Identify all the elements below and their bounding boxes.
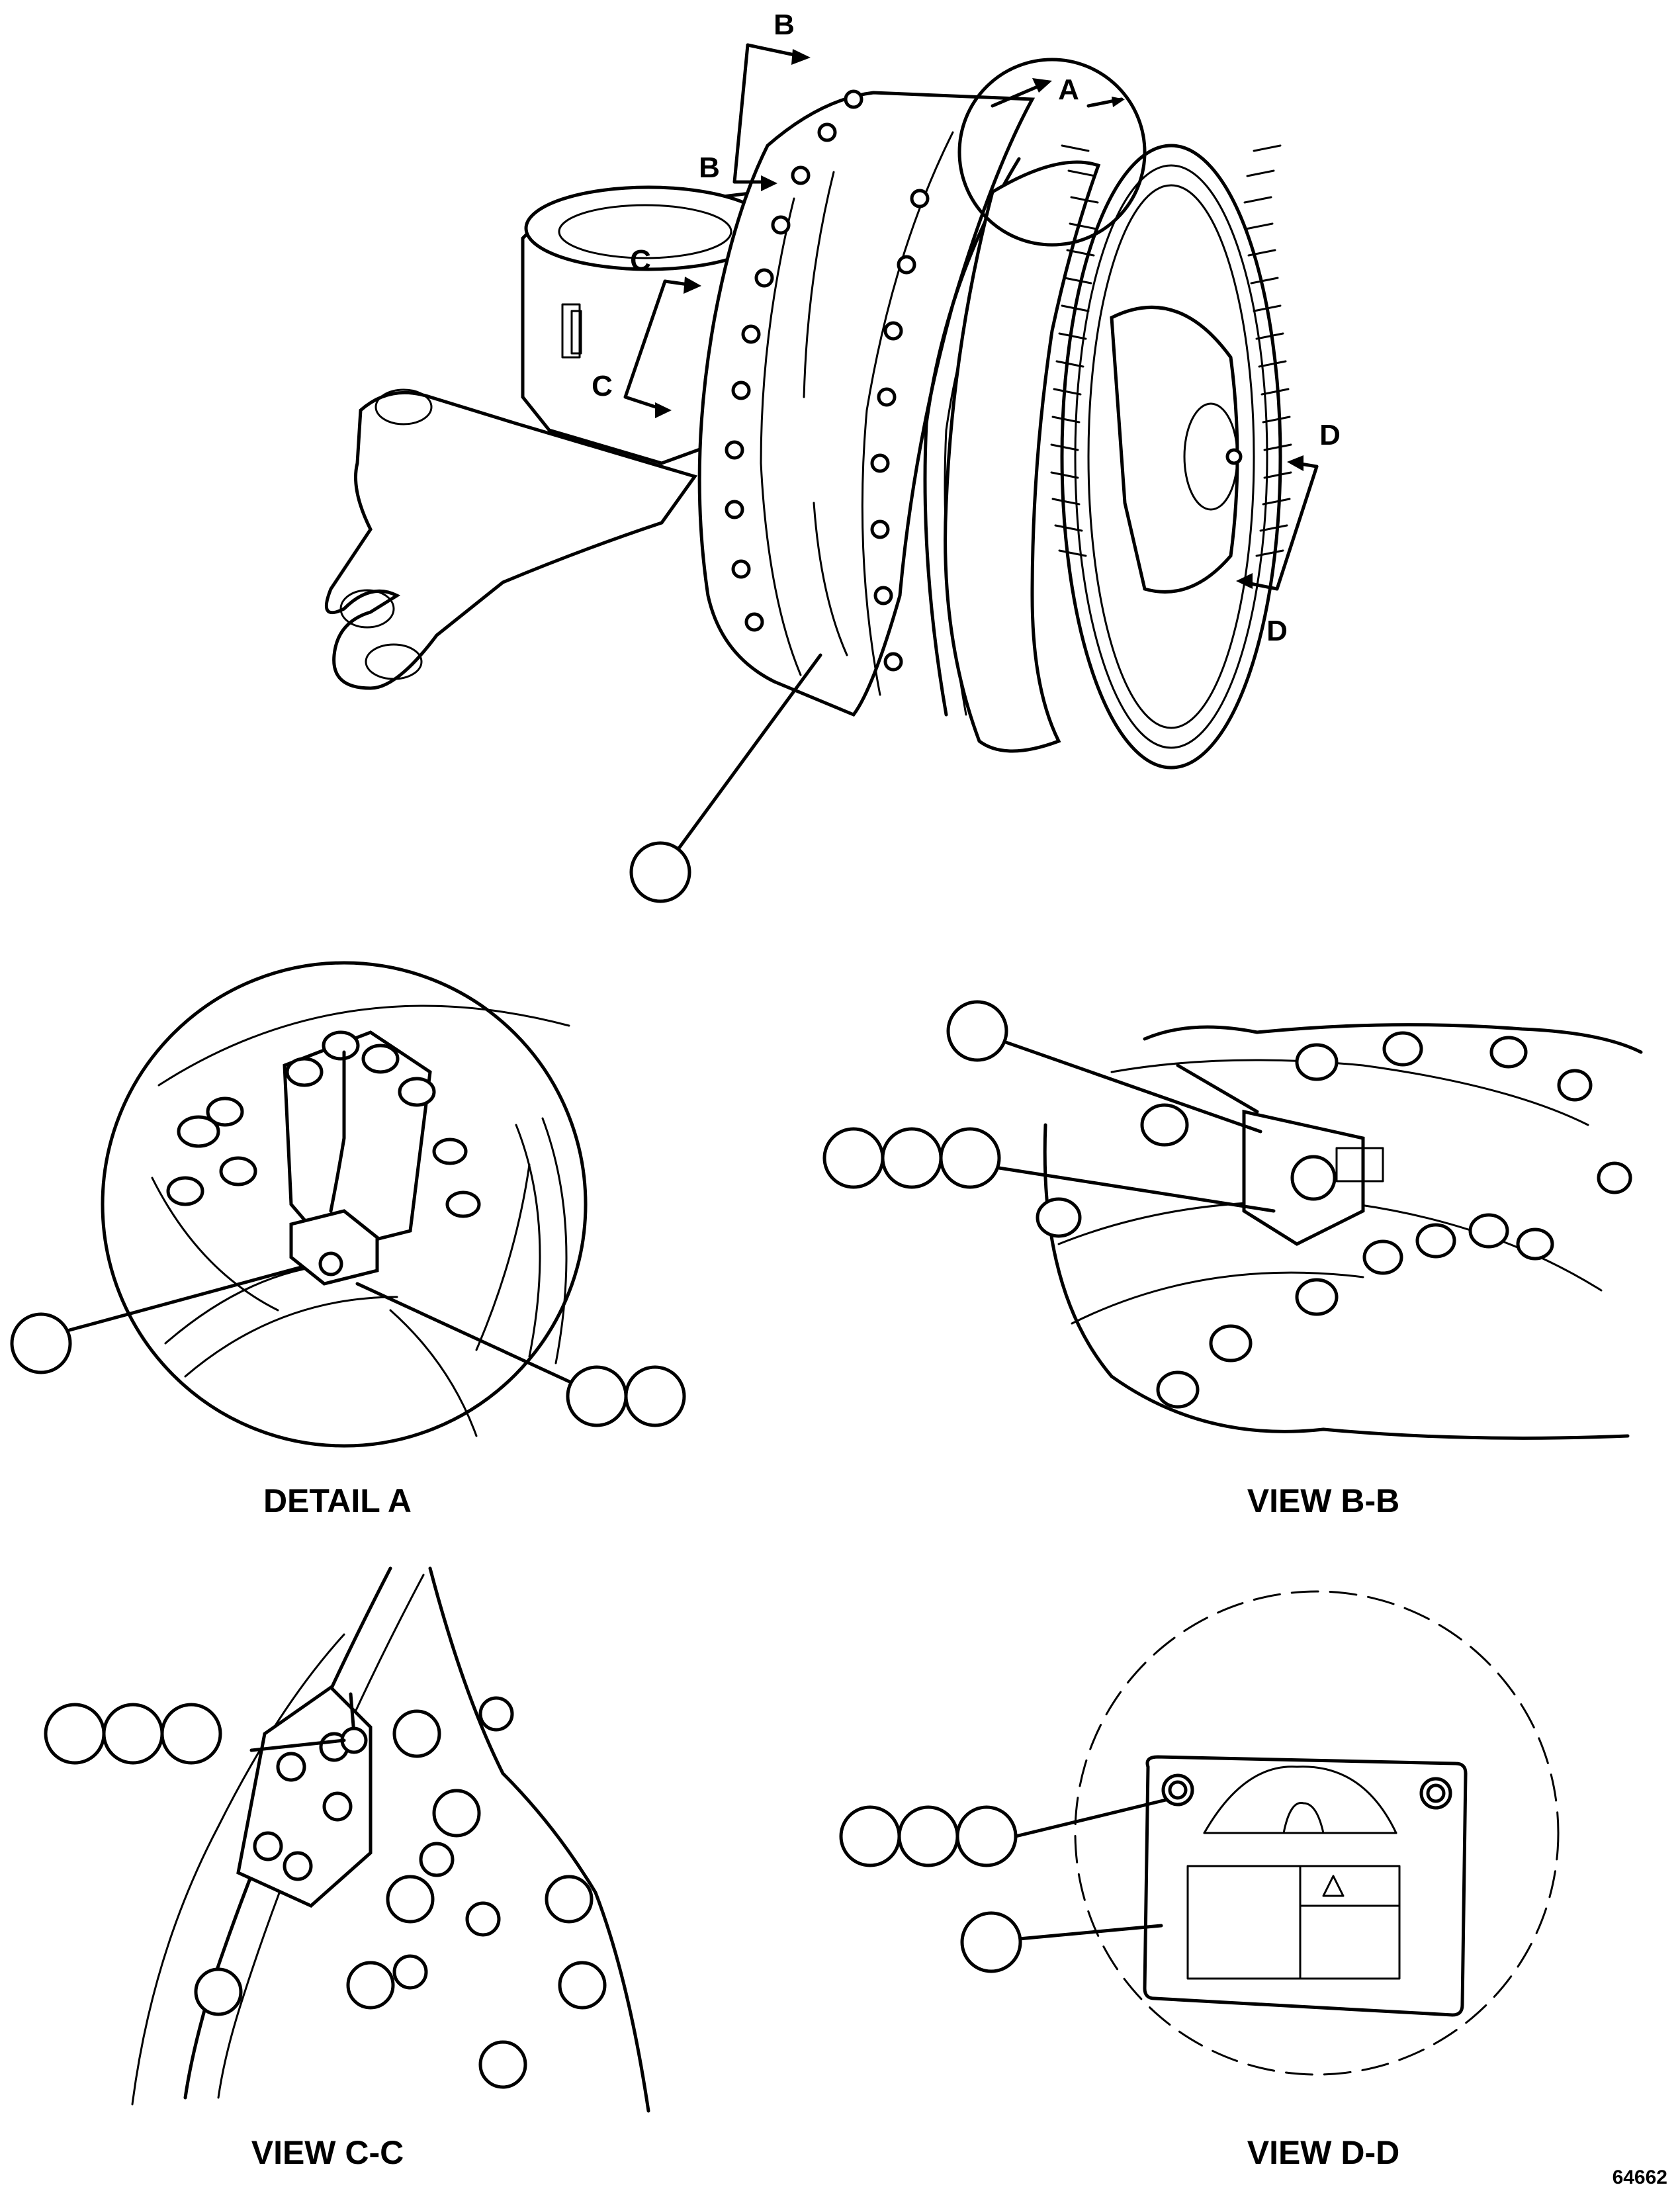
callout-view-cc-group bbox=[44, 1703, 346, 1765]
detail-a-circle bbox=[957, 58, 1147, 247]
section-marker-dd: D D bbox=[1236, 419, 1341, 647]
detail-a-bolts bbox=[166, 1030, 481, 1218]
view-cc-view bbox=[131, 1566, 650, 2113]
section-marker-cc: C C bbox=[592, 244, 701, 418]
marker-c-top-label: C bbox=[630, 244, 651, 277]
callout-view-dd-label bbox=[960, 1911, 1163, 1973]
main-assembly-illustration bbox=[324, 58, 1292, 770]
marker-b-top-label: B bbox=[774, 9, 795, 41]
callout-detail-a-right bbox=[355, 1282, 686, 1427]
view-bb-bolts bbox=[1036, 1031, 1632, 1409]
wheel-brake-drum-drawing bbox=[1050, 144, 1292, 770]
section-marker-a: A bbox=[991, 73, 1125, 108]
view-dd-title: VIEW D-D bbox=[1247, 2134, 1400, 2171]
marker-d-top-label: D bbox=[1319, 419, 1341, 451]
detail-a-title: DETAIL A bbox=[263, 1482, 412, 1519]
view-bb-title: VIEW B-B bbox=[1247, 1482, 1400, 1519]
marker-a-label: A bbox=[1058, 73, 1079, 106]
axle-housing-drawing bbox=[324, 185, 779, 690]
view-cc-title: VIEW C-C bbox=[251, 2134, 404, 2171]
callout-main-assembly bbox=[629, 653, 822, 903]
detail-a-view bbox=[101, 961, 588, 1448]
callout-detail-a-left bbox=[10, 1265, 303, 1374]
marker-c-bottom-label: C bbox=[592, 370, 613, 402]
bolt-ring bbox=[725, 89, 930, 672]
brake-assembly-drawing bbox=[697, 89, 1101, 753]
marker-b-bottom-label: B bbox=[699, 152, 720, 184]
view-cc-studs bbox=[194, 1696, 607, 2089]
section-marker-bb: B B bbox=[699, 9, 811, 191]
callout-view-dd-group bbox=[839, 1798, 1168, 1867]
view-dd-view bbox=[1074, 1590, 1560, 2076]
figure-number: 64662 bbox=[1613, 2167, 1667, 2188]
marker-d-bottom-label: D bbox=[1266, 615, 1288, 647]
callout-view-bb-top bbox=[946, 1000, 1262, 1134]
callout-view-bb-group bbox=[822, 1127, 1276, 1213]
